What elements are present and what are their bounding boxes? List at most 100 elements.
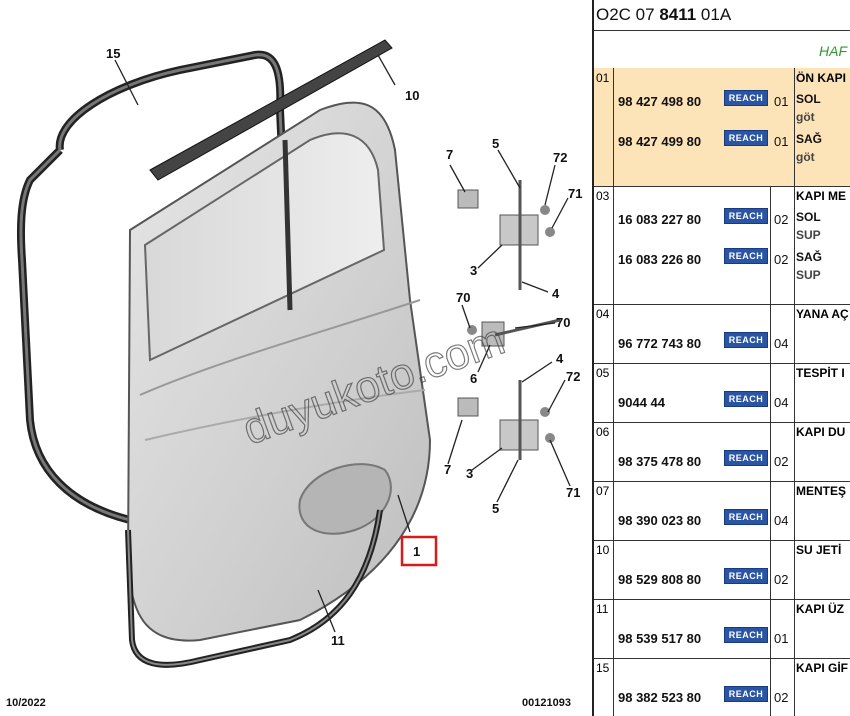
callout-4[interactable]: 4 [556, 351, 564, 366]
description: MENTEŞ [796, 484, 847, 498]
item-number: 03 [594, 186, 614, 304]
quantity: 02 [774, 252, 789, 267]
callout-1[interactable]: 1 [413, 544, 420, 559]
part-number[interactable]: 16 083 226 80 [618, 252, 702, 267]
callout-72[interactable]: 72 [553, 150, 567, 165]
part-number[interactable]: 98 539 517 80 [618, 631, 702, 646]
description: TESPİT I [796, 366, 845, 380]
part-number[interactable]: 16 083 227 80 [618, 212, 702, 227]
reach-badge: REACH [724, 391, 768, 407]
part-number[interactable]: 98 529 808 80 [618, 572, 702, 587]
parts-row-06[interactable]: 06 98 375 478 80 REACH 02 KAPI DU [594, 422, 850, 482]
upper-hinge [457, 180, 555, 290]
lower-hinge [457, 380, 555, 460]
quantity: 01 [774, 94, 789, 109]
callout-5[interactable]: 5 [492, 136, 499, 151]
qty-cell: 02 [770, 658, 795, 716]
quantity: 04 [774, 336, 789, 351]
callout-5[interactable]: 5 [492, 501, 499, 516]
parts-table-panel: O2C 07 8411 01A HAF 01 98 427 498 80 REACH… [594, 0, 850, 716]
callout-10[interactable]: 10 [405, 88, 419, 103]
reach-badge: REACH [724, 208, 768, 224]
part-number[interactable]: 98 427 499 80 [618, 134, 702, 149]
callout-71[interactable]: 71 [568, 186, 582, 201]
quantity: 02 [774, 572, 789, 587]
callout-3[interactable]: 3 [470, 263, 477, 278]
callout-11[interactable]: 11 [331, 633, 345, 648]
reach-badge: REACH [724, 90, 768, 106]
reach-badge: REACH [724, 130, 768, 146]
part-number[interactable]: 98 390 023 80 [618, 513, 702, 528]
part-cell: 98 375 478 80 REACH [614, 422, 771, 481]
note-label: göt [796, 150, 815, 164]
qty-cell: 02 [770, 422, 795, 481]
item-number: 15 [594, 658, 614, 716]
description: YANA AÇ [796, 307, 849, 321]
description: SU JETİ [796, 543, 842, 557]
reach-badge: REACH [724, 509, 768, 525]
callout-72[interactable]: 72 [566, 369, 580, 384]
section-header: HAF [594, 31, 850, 69]
callout-4[interactable]: 4 [552, 286, 560, 301]
item-number: 01 [594, 68, 614, 186]
water-strip-10 [149, 39, 393, 181]
diagram-reference: O2C 07 8411 01A [594, 0, 850, 31]
qty-cell: 01 [770, 599, 795, 658]
parts-row-03[interactable]: 03 16 083 227 80 REACH 16 083 226 80 REACH 02… [594, 186, 850, 305]
qty-cell: 04 [770, 481, 795, 540]
diagram-number: 00121093 [522, 697, 571, 709]
item-number: 06 [594, 422, 614, 481]
callout-70[interactable]: 70 [556, 315, 570, 330]
reach-badge: REACH [724, 627, 768, 643]
reach-badge: REACH [724, 568, 768, 584]
part-number[interactable]: 9044 44 [618, 395, 665, 410]
callout-6[interactable]: 6 [470, 371, 477, 386]
item-number: 11 [594, 599, 614, 658]
side-label: SOL [796, 210, 821, 224]
quantity: 01 [774, 631, 789, 646]
part-cell: 98 529 808 80 REACH [614, 540, 771, 599]
callout-15[interactable]: 15 [106, 46, 120, 61]
door-check-strap [467, 318, 561, 347]
side-label: SAĞ [796, 250, 823, 264]
callout-7[interactable]: 7 [446, 147, 453, 162]
qty-cell: 04 [770, 304, 795, 363]
reach-badge: REACH [724, 248, 768, 264]
part-number[interactable]: 98 375 478 80 [618, 454, 702, 469]
item-number: 07 [594, 481, 614, 540]
item-number: 05 [594, 363, 614, 422]
callout-71[interactable]: 71 [566, 485, 580, 500]
description: KAPI GİF [796, 661, 849, 675]
quantity: 02 [774, 690, 789, 705]
reach-badge: REACH [724, 450, 768, 466]
part-number[interactable]: 98 382 523 80 [618, 690, 702, 705]
panel-divider [592, 0, 594, 716]
callout-7[interactable]: 7 [444, 462, 451, 477]
date-label: 10/2022 [6, 697, 46, 709]
side-label: SOL [796, 92, 821, 106]
part-cell: 98 539 517 80 REACH [614, 599, 771, 658]
part-number[interactable]: 96 772 743 80 [618, 336, 702, 351]
callout-3[interactable]: 3 [466, 466, 473, 481]
part-number[interactable]: 98 427 498 80 [618, 94, 702, 109]
description: KAPI DU [796, 425, 846, 439]
door-handle-recess [298, 463, 392, 535]
quantity: 02 [774, 454, 789, 469]
note-label: SUP [796, 268, 821, 282]
side-label: SAĞ [796, 132, 823, 146]
part-cell: 16 083 227 80 REACH 16 083 226 80 REACH [614, 186, 771, 304]
note-label: göt [796, 110, 815, 124]
part-cell: 9044 44 REACH [614, 363, 771, 422]
callout-70[interactable]: 70 [456, 290, 470, 305]
